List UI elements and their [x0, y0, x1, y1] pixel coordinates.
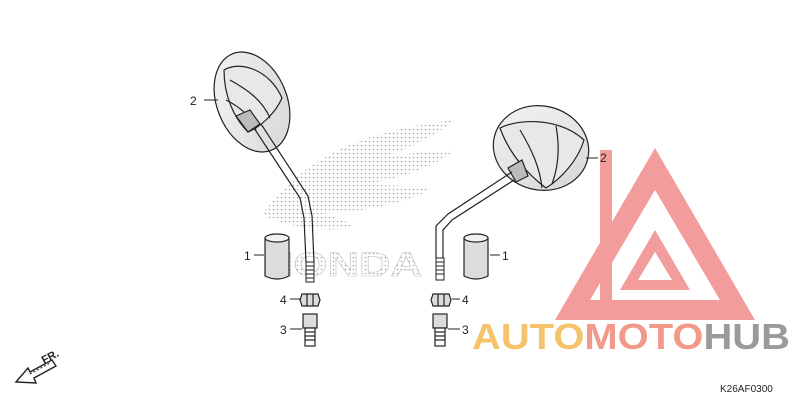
- front-direction-label: FR.: [40, 348, 61, 367]
- logo-triangle: [555, 148, 755, 320]
- mirror-left-thread: [305, 261, 315, 283]
- mirror-right-stem: [435, 171, 515, 258]
- mirror-left-stem: [253, 123, 315, 263]
- mirror-right: [492, 105, 590, 191]
- site-watermark-hub: HUB: [703, 316, 790, 357]
- automotohub-logo-watermark: [555, 148, 755, 320]
- diagram-code: K26AF0300: [720, 384, 773, 395]
- nut-left-label: 4: [280, 293, 287, 307]
- nut-left: [299, 293, 321, 307]
- honda-wing-watermark: HONDA: [262, 120, 455, 284]
- mirror-right-label: 2: [600, 151, 607, 165]
- mirror-left: [213, 51, 291, 153]
- adapter-right: [432, 313, 448, 347]
- mirror-right-thread: [435, 257, 445, 281]
- adapter-right-label: 3: [462, 323, 469, 337]
- front-direction-arrow-icon: [14, 359, 58, 384]
- adapter-left-label: 3: [280, 323, 287, 337]
- cover-right-label: 1: [502, 249, 509, 263]
- nut-right: [430, 293, 452, 307]
- cover-right: [463, 233, 489, 280]
- cover-left: [264, 233, 290, 280]
- site-watermark-auto: AUTO: [472, 316, 584, 357]
- site-watermark-moto: MOTO: [584, 316, 703, 357]
- nut-right-label: 4: [462, 293, 469, 307]
- cover-left-label: 1: [244, 249, 251, 263]
- adapter-left: [302, 313, 318, 347]
- mirror-left-label: 2: [190, 94, 197, 108]
